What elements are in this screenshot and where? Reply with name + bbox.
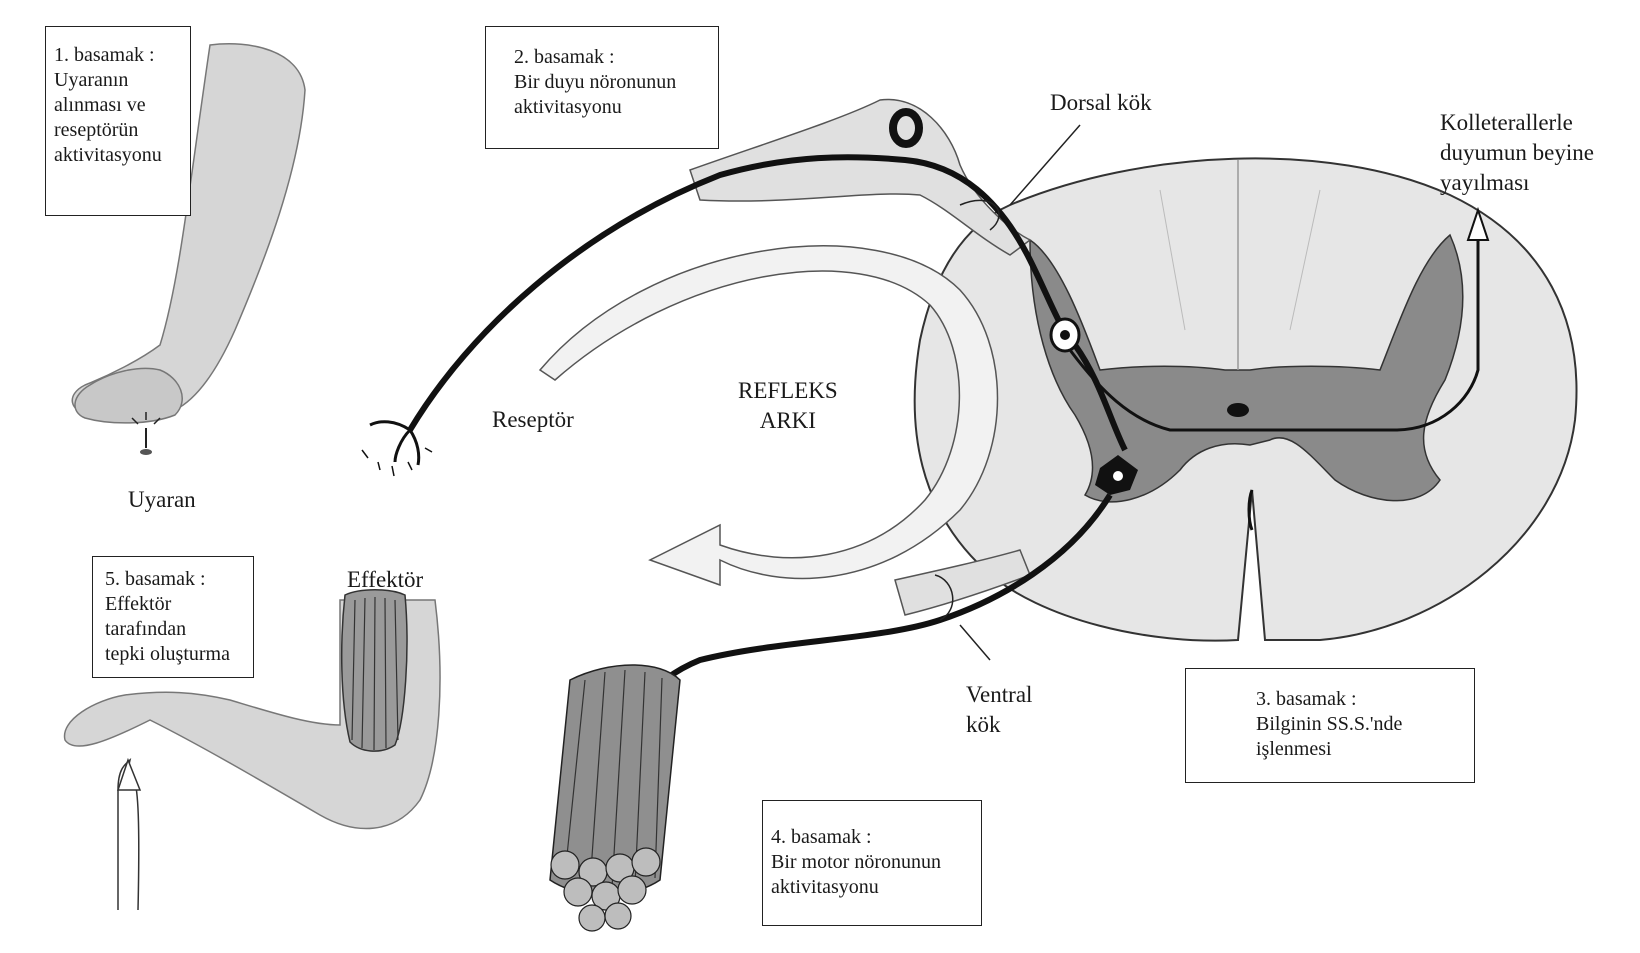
step-2-title: 2. basamak :	[514, 45, 690, 70]
step-1-box: 1. basamak : Uyaranın alınması ve resept…	[45, 26, 191, 216]
step-4-text: Bir motor nöronunun aktivitasyonu	[771, 850, 973, 900]
step-1-text: Uyaranın alınması ve reseptörün aktivita…	[54, 68, 182, 168]
step-1-title: 1. basamak :	[54, 43, 182, 68]
receptor-label: Reseptör	[492, 405, 574, 435]
ventral-root-label: Ventral kök	[966, 680, 1032, 740]
step-2-box: 2. basamak : Bir duyu nöronunun aktivita…	[485, 26, 719, 149]
dorsal-root-ganglion	[690, 100, 1030, 255]
dorsal-root-label: Dorsal kök	[1050, 88, 1152, 118]
step-3-text: Bilginin SS.S.'nde işlenmesi	[1256, 712, 1404, 762]
step-3-box: 3. basamak : Bilginin SS.S.'nde işlenmes…	[1185, 668, 1475, 783]
step-5-box: 5. basamak : Effektör tarafından tepki o…	[92, 556, 254, 678]
reflex-arc-label: REFLEKS ARKI	[738, 376, 838, 436]
step-5-title: 5. basamak :	[105, 567, 241, 592]
response-arrow-icon	[118, 760, 140, 910]
stimulus-label: Uyaran	[128, 485, 196, 515]
muscle-fiber-bundle	[550, 665, 680, 931]
ventral-root	[895, 550, 1030, 615]
receptor-endings	[362, 422, 432, 476]
interneuron-cell	[1051, 319, 1079, 351]
collaterals-label: Kolleterallerle duyumun beyine yayılması	[1440, 108, 1594, 198]
step-4-title: 4. basamak :	[771, 825, 973, 850]
step-5-text: Effektör tarafından tepki oluşturma	[105, 592, 241, 667]
effector-label: Effektör	[347, 565, 423, 595]
effector-muscle	[342, 590, 407, 751]
step-3-title: 3. basamak :	[1256, 687, 1404, 712]
step-4-box: 4. basamak : Bir motor nöronunun aktivit…	[762, 800, 982, 926]
step-2-text: Bir duyu nöronunun aktivitasyonu	[514, 70, 690, 120]
